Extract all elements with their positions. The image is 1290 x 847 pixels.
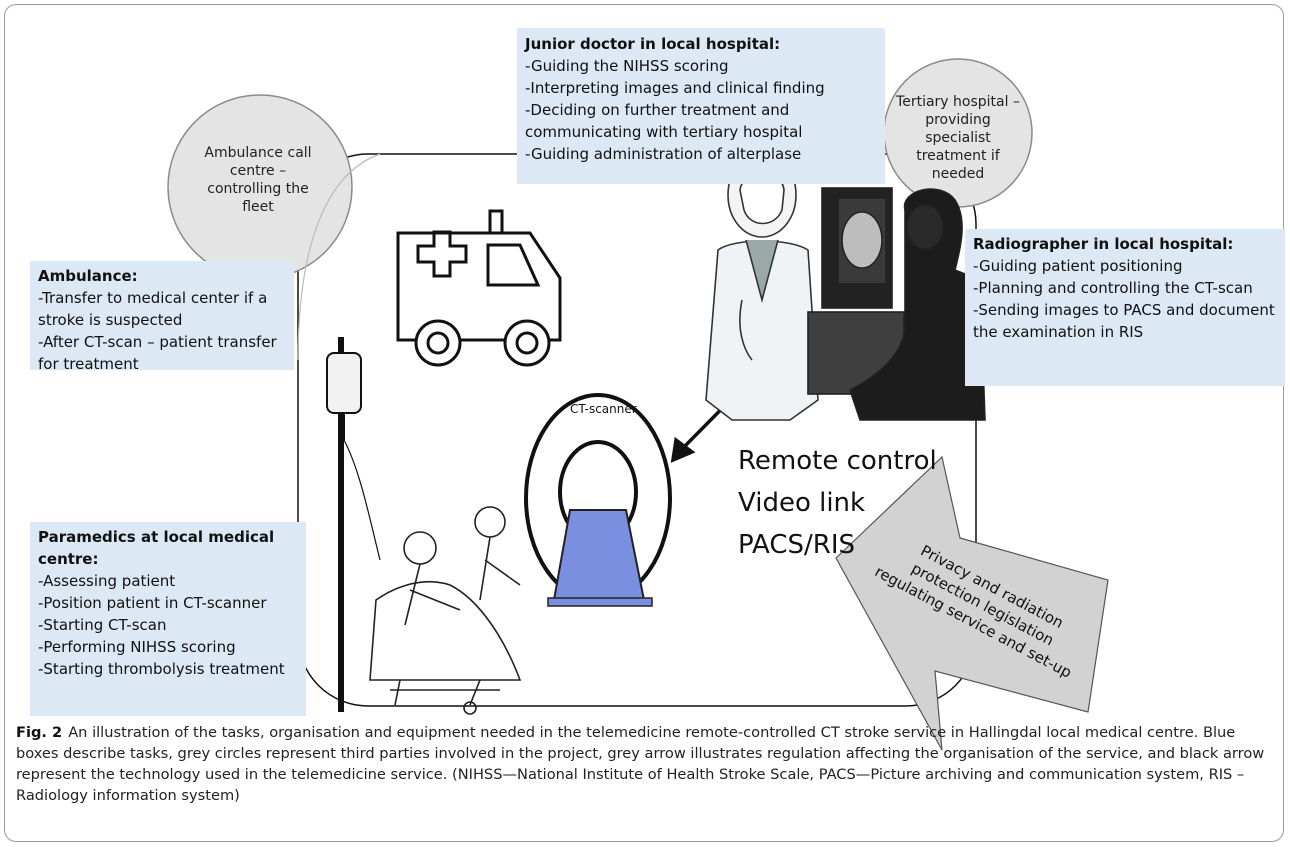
radiographer-title: Radiographer in local hospital: xyxy=(973,235,1234,253)
figure-frame xyxy=(4,4,1284,842)
connector-line xyxy=(297,153,381,361)
paramedics-scene xyxy=(369,506,522,715)
paramedics-box: Paramedics at local medical centre: -Ass… xyxy=(30,522,306,716)
ambulance-task-list: -Transfer to medical center if a stroke … xyxy=(38,287,286,375)
list-item: -Starting CT-scan xyxy=(38,616,167,634)
paramedics-task-list: -Assessing patient -Position patient in … xyxy=(38,570,298,680)
list-item: -Guiding patient positioning xyxy=(973,257,1183,275)
figure-label: Fig. 2 xyxy=(16,724,63,741)
junior-doctor-title: Junior doctor in local hospital: xyxy=(525,35,781,53)
list-item: -Sending images to PACS and document the… xyxy=(973,301,1275,341)
regulation-arrow xyxy=(835,455,1109,751)
list-item: -After CT-scan – patient transfer for tr… xyxy=(38,333,277,373)
ambulance-icon xyxy=(396,209,562,367)
list-item: -Transfer to medical center if a stroke … xyxy=(38,289,268,329)
technology-labels: Remote control Video link PACS/RIS xyxy=(738,440,937,566)
ct-scanner-label: CT-scanner xyxy=(570,402,637,416)
list-item: -Position patient in CT-scanner xyxy=(38,594,267,612)
caption-text: An illustration of the tasks, organisati… xyxy=(16,724,1265,804)
list-item: -Guiding the NIHSS scoring xyxy=(525,57,729,75)
ct-scanner-icon xyxy=(524,393,672,607)
junior-doctor-task-list: -Guiding the NIHSS scoring -Interpreting… xyxy=(525,55,877,165)
tertiary-hospital-label: Tertiary hospital – providing specialist… xyxy=(896,94,1020,182)
paramedics-title: Paramedics at local medical centre: xyxy=(38,528,275,568)
radiographer-task-list: -Guiding patient positioning -Planning a… xyxy=(973,255,1277,343)
junior-doctor-box: Junior doctor in local hospital: -Guidin… xyxy=(517,28,885,184)
radiographer-box: Radiographer in local hospital: -Guiding… xyxy=(965,229,1285,386)
list-item: -Assessing patient xyxy=(38,572,176,590)
technology-pacs-ris: PACS/RIS xyxy=(738,530,855,560)
list-item: -Deciding on further treatment and commu… xyxy=(525,101,803,141)
list-item: -Starting thrombolysis treatment xyxy=(38,660,285,678)
list-item: -Performing NIHSS scoring xyxy=(38,638,236,656)
radiographer-figure xyxy=(807,187,986,421)
ambulance-title: Ambulance: xyxy=(38,267,138,285)
list-item: -Guiding administration of alterplase xyxy=(525,145,802,163)
list-item: -Interpreting images and clinical findin… xyxy=(525,79,825,97)
ambulance-call-centre-label: Ambulance call centre – controlling the … xyxy=(204,145,312,215)
technology-remote-control: Remote control xyxy=(738,446,937,476)
ambulance-box: Ambulance: -Transfer to medical center i… xyxy=(30,261,294,373)
technology-video-link: Video link xyxy=(738,488,866,518)
iv-drip-icon xyxy=(326,337,381,712)
list-item: -Planning and controlling the CT-scan xyxy=(973,279,1253,297)
